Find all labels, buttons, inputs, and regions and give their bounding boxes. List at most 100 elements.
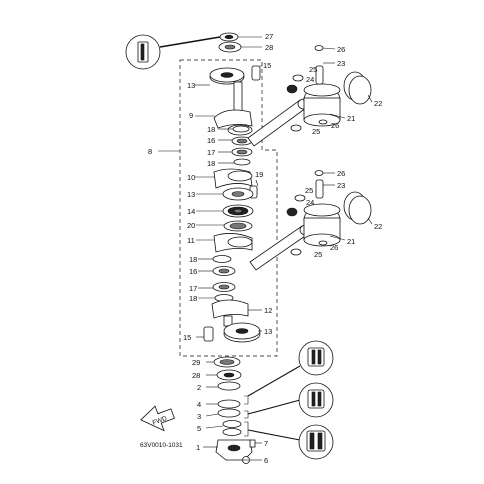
callout-label: 15 xyxy=(263,61,271,70)
part-clip-26-lower-b xyxy=(318,240,328,246)
callout-label: 11 xyxy=(187,236,195,245)
callout-label: 9 xyxy=(189,111,193,120)
part-connecting-rod-upper xyxy=(247,98,311,147)
callout-label: 26 xyxy=(331,121,339,130)
diagram-code: 63V0010-1031 xyxy=(140,442,183,449)
callout-label: 26 xyxy=(330,243,338,252)
part-bolt-6 xyxy=(242,456,250,464)
part-bearing-28-lower xyxy=(216,369,242,381)
callout-label: 12 xyxy=(264,306,272,315)
callout-label: 28 xyxy=(265,43,273,52)
callout-label: 18 xyxy=(207,159,215,168)
callout-label: 25 xyxy=(314,250,322,259)
part-pin-15-upper xyxy=(251,65,262,81)
callout-label: 23 xyxy=(337,181,345,190)
callout-label: 18 xyxy=(207,125,215,134)
callout-label: 28 xyxy=(192,371,200,380)
assembly-boundary-8 xyxy=(179,59,278,357)
part-bearing-13-lower xyxy=(223,322,261,343)
part-crankshaft-end-12 xyxy=(211,299,249,327)
callout-label: 17 xyxy=(207,148,215,157)
fwd-arrow-icon: FWD xyxy=(140,405,175,432)
fwd-label: FWD xyxy=(152,415,169,427)
part-seal-14 xyxy=(222,204,254,218)
part-piston-pin-23-lower xyxy=(315,179,324,199)
callout-label: 19 xyxy=(255,170,263,179)
callout-label: 29 xyxy=(192,358,200,367)
callout-label: 5 xyxy=(197,424,201,433)
callout-label: 24 xyxy=(306,198,314,207)
part-connecting-rod-lower xyxy=(249,224,313,271)
callout-label: 16 xyxy=(189,267,197,276)
part-bearing-24-lower xyxy=(286,207,298,217)
callout-label: 6 xyxy=(264,456,268,465)
callout-label: 18 xyxy=(189,255,197,264)
callout-label: 26 xyxy=(337,45,345,54)
part-clip-26-upper-a xyxy=(314,45,324,51)
callout-label: 25 xyxy=(312,127,320,136)
inset-pin-detail-top xyxy=(125,34,221,70)
callout-label: 4 xyxy=(197,400,201,409)
callout-label: 8 xyxy=(148,147,152,156)
part-piston-rings-22-upper xyxy=(343,71,372,105)
callout-label: 18 xyxy=(189,294,197,303)
callout-label: 2 xyxy=(197,383,201,392)
part-bearing-24-upper xyxy=(286,84,298,94)
part-piston-pin-23-upper xyxy=(315,65,324,85)
part-dowel-7 xyxy=(249,439,256,448)
callout-label: 13 xyxy=(187,81,195,90)
part-piston-rings-22-lower xyxy=(343,191,372,225)
callout-label: 16 xyxy=(207,136,215,145)
part-bearing-17-upper xyxy=(231,147,253,157)
callout-label: 25 xyxy=(309,65,317,74)
part-seal-29 xyxy=(213,356,241,368)
callout-label: 3 xyxy=(197,412,201,421)
callout-label: 22 xyxy=(374,222,382,231)
part-washer-2 xyxy=(217,381,241,391)
part-clip-25-upper-a xyxy=(292,74,304,82)
callout-label: 25 xyxy=(305,186,313,195)
callout-label: 21 xyxy=(347,114,355,123)
inset-detail-1 xyxy=(247,340,334,397)
part-washer-18-b xyxy=(233,158,251,166)
part-crank-web-10 xyxy=(213,168,253,189)
part-clip-25-upper-b xyxy=(290,124,302,132)
part-piston-21-lower xyxy=(303,203,341,247)
part-ring-20 xyxy=(223,220,253,232)
part-crank-web-11 xyxy=(213,233,253,253)
part-bearing-16-lower xyxy=(212,266,236,276)
part-washer-18-a xyxy=(232,125,250,133)
part-pin-15-lower xyxy=(203,326,214,342)
part-clip-25-lower-a xyxy=(294,194,306,202)
callout-label: 15 xyxy=(183,333,191,342)
callout-label: 17 xyxy=(189,284,197,293)
callout-label: 21 xyxy=(347,237,355,246)
part-bearing-13-upper xyxy=(209,67,245,85)
part-shim-3 xyxy=(217,408,241,418)
callout-label: 14 xyxy=(187,207,195,216)
part-clip-26-upper-b xyxy=(318,119,328,125)
callout-label: 10 xyxy=(187,173,195,182)
callout-label: 26 xyxy=(337,169,345,178)
part-shim-4 xyxy=(217,399,241,409)
part-bearing-13-middle xyxy=(222,187,254,201)
part-clip-26-lower-a xyxy=(314,170,324,176)
part-clip-25-lower-b xyxy=(290,248,302,256)
part-washer-18-c xyxy=(212,255,232,263)
callout-label: 27 xyxy=(265,32,273,41)
callout-label: 24 xyxy=(306,75,314,84)
callout-label: 1 xyxy=(196,443,200,452)
part-bearing-17-lower xyxy=(212,282,236,292)
part-bearing-28 xyxy=(218,41,242,53)
callout-label: 7 xyxy=(264,439,268,448)
callout-label: 13 xyxy=(187,190,195,199)
part-oil-seal-27 xyxy=(219,32,239,42)
callout-label: 13 xyxy=(264,327,272,336)
callout-label: 20 xyxy=(187,221,195,230)
part-bearing-16-upper xyxy=(231,136,253,146)
part-oil-seal-5 xyxy=(222,420,242,436)
callout-label: 23 xyxy=(337,59,345,68)
inset-detail-3 xyxy=(247,424,334,460)
